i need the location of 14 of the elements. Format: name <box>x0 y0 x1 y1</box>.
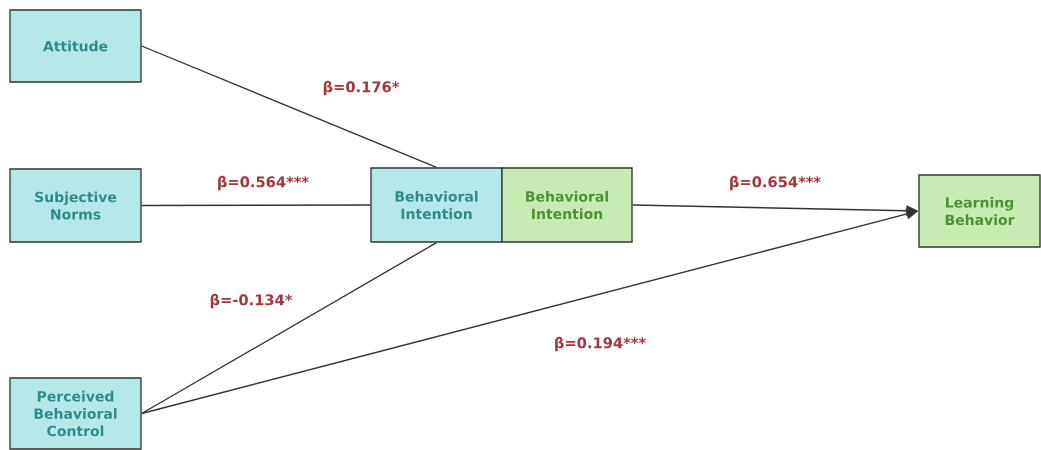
coefficient-label: β=0.654*** <box>727 174 823 192</box>
path-line <box>141 45 438 168</box>
concept-box: Learning Behavior <box>918 174 1041 248</box>
coefficient-label: β=0.194*** <box>552 335 648 353</box>
concept-box: Subjective Norms <box>9 168 142 243</box>
concept-box: Perceived Behavioral Control <box>9 377 142 450</box>
coefficient-label: β=0.564*** <box>215 174 311 192</box>
coefficient-label: β=-0.134* <box>208 292 294 310</box>
concept-box: Behavioral Intention <box>370 167 503 243</box>
coefficient-label: β=0.176* <box>321 79 401 97</box>
concept-box: Attitude <box>9 9 142 83</box>
concept-box: Behavioral Intention <box>501 167 633 243</box>
path-line <box>141 242 438 415</box>
path-line <box>141 204 371 207</box>
